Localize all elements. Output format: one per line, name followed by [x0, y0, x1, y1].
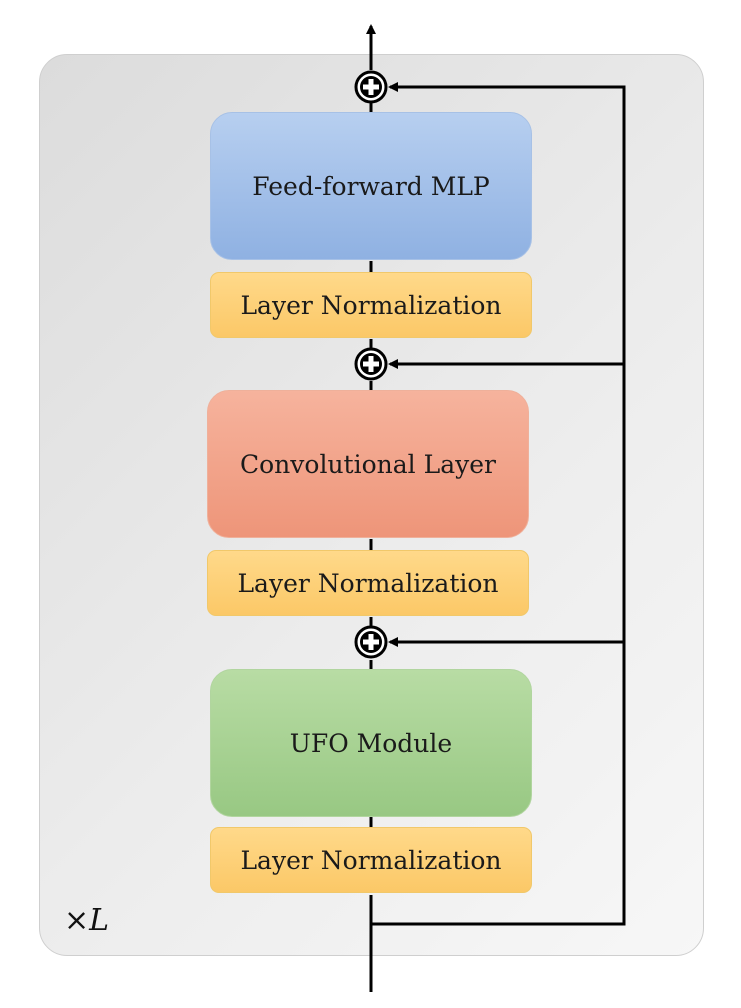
layer-norm-block-middle: Layer Normalization	[207, 550, 529, 616]
add-node-top	[354, 70, 388, 104]
repeat-variable: L	[89, 903, 110, 938]
add-node-bottom	[354, 625, 388, 659]
times-symbol: ×	[64, 903, 90, 938]
layer-norm-block-top: Layer Normalization	[210, 272, 532, 338]
residual-path	[371, 82, 626, 926]
add-node-middle	[354, 347, 388, 381]
layer-norm-block-bottom: Layer Normalization	[210, 827, 532, 893]
feed-forward-mlp-block: Feed-forward MLP	[210, 112, 532, 260]
convolutional-layer-block: Convolutional Layer	[207, 390, 529, 538]
repeat-count-label: ×L	[64, 903, 109, 938]
ufo-module-block: UFO Module	[210, 669, 532, 817]
